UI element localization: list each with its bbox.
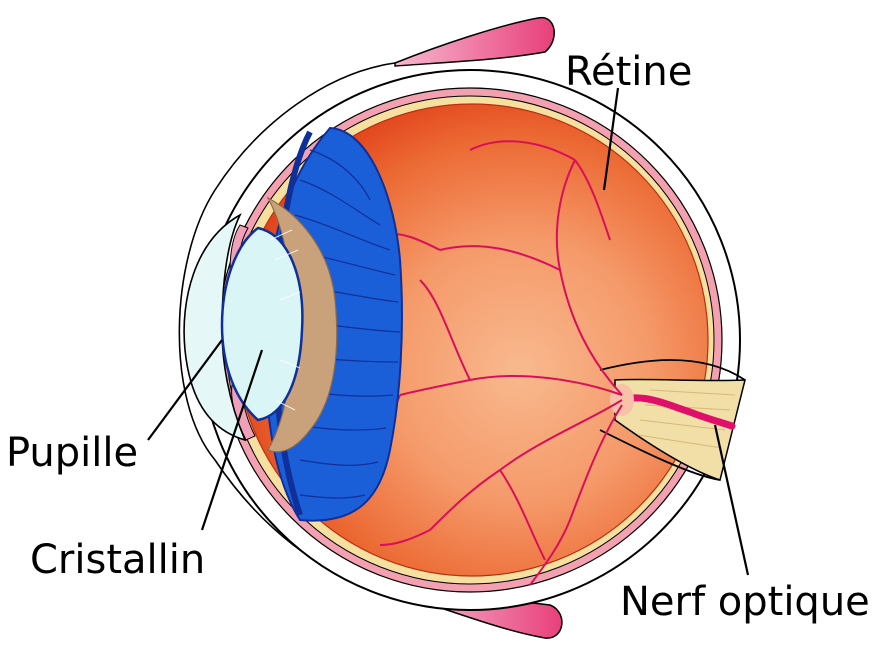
- lens-label: Cristallin: [30, 537, 205, 583]
- upper-muscle: [395, 18, 554, 66]
- pupil-label: Pupille: [6, 430, 138, 476]
- optic-nerve-leader: [715, 425, 748, 575]
- retina-label: Rétine: [565, 49, 692, 95]
- optic-nerve-label: Nerf optique: [620, 579, 870, 625]
